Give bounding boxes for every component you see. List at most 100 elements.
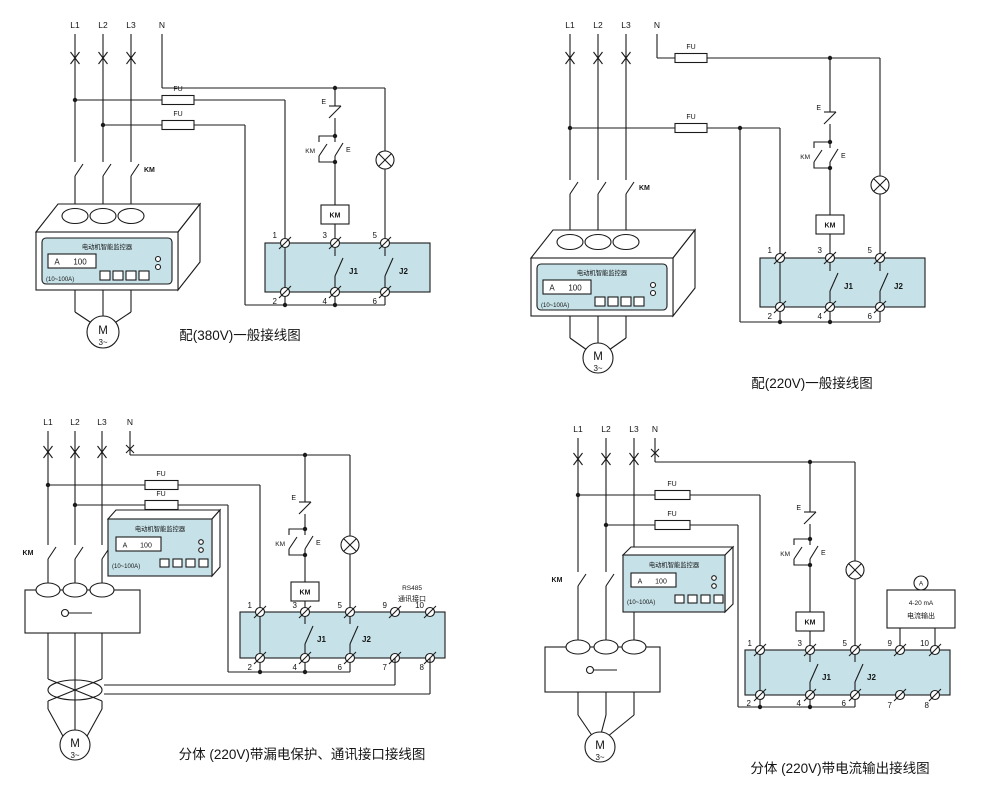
start-button-label: E [316,540,321,547]
fuse-label: FU [173,86,182,93]
stop-button-label: E [291,495,296,502]
phase-label: L2 [70,417,80,427]
signal-lamp [870,58,890,258]
device-title: 电动机智能监控器 [577,268,628,277]
km-label: KM [552,577,563,584]
device-display-unit: A [638,579,643,586]
phase-wires [47,431,103,585]
motor-letter: M [70,738,80,750]
phase-label: L1 [70,20,80,30]
km-label: KM [639,185,650,192]
diagram-380v-general: L1 L2 L3 N KM FU FU E [34,20,431,349]
phase-label: L1 [43,417,53,427]
fuse-label: FU [156,491,165,498]
km-coil [290,555,320,612]
km-aux-contact [318,135,335,163]
fuse-label: FU [667,511,676,518]
monitor-device [34,202,202,292]
phase-label: L1 [565,20,575,30]
km-label: KM [23,550,34,557]
start-button [827,139,839,171]
monitor-panel [621,545,735,614]
km-coil [815,168,845,258]
km-aux-label: KM [780,551,790,558]
terminal-number: 5 [868,246,873,255]
neutral-wire [654,438,855,465]
stop-button [803,462,817,539]
neutral-wire-fuse-1 [656,34,880,64]
terminal-strip [759,251,926,314]
km-coil-label: KM [300,590,311,597]
breaker-icon [573,448,660,466]
terminal-number: 3 [798,639,803,648]
fuse-1 [45,479,261,612]
comm-wires [104,658,431,695]
meter-label: A [919,581,924,588]
stop-button [298,455,312,529]
motor-phase: 3~ [595,753,604,762]
motor-phase: 3~ [98,338,107,347]
phase-wires [569,34,627,236]
signal-lamp [375,88,395,243]
fuse-label: FU [667,481,676,488]
terminal-number: 5 [373,231,378,240]
stop-button-label: E [796,505,801,512]
diagram-title: 配(220V)一般接线图 [751,375,873,391]
terminal-number: 4 [323,297,328,306]
device-display-value: 100 [568,284,582,293]
km-main-contacts [569,181,635,195]
km-main-contacts [47,546,111,560]
phase-label: L2 [601,424,611,434]
leakage-ct-ring [47,633,103,730]
device-display-unit: A [54,258,60,267]
start-button [807,536,819,568]
km-aux-contact [813,141,830,169]
neutral-label: N [654,20,660,30]
device-title: 电动机智能监控器 [135,524,186,533]
km-aux-contact [793,538,810,566]
relay-label: J2 [867,673,876,682]
device-title: 电动机智能监控器 [649,560,700,569]
device-range: (10~100A) [112,564,140,570]
km-coil-label: KM [825,223,836,230]
motor-phase: 3~ [70,751,79,760]
neutral-label: N [127,417,133,427]
terminal-strip [744,643,951,702]
terminal-number: 7 [888,701,893,710]
phase-label: L3 [629,424,639,434]
diagram-title: 分体 (220V)带电流输出接线图 [750,760,929,776]
terminal-number: 9 [888,639,893,648]
device-display-value: 100 [73,258,87,267]
breaker-icon [43,444,135,459]
terminal-number: 2 [248,663,253,672]
relay-label: J2 [894,282,903,291]
diagram-title: 分体 (220V)带漏电保护、通讯接口接线图 [179,746,426,762]
fuse-1 [72,94,286,243]
start-button [332,133,344,165]
motor [569,316,627,374]
terminal-strip [264,236,431,299]
fuse-label: FU [686,114,695,121]
diagram-220v-general: L1 L2 L3 N KM FU FU E E [529,20,926,391]
fuse-label: FU [173,111,182,118]
terminal-number: 8 [420,663,425,672]
km-aux-label: KM [275,541,285,548]
relay-label: J2 [362,635,371,644]
device-display-unit: A [549,284,555,293]
diagram-split-leakage-comm: L1 L2 L3 N KM FU FU E [23,417,446,762]
ct-sensor-box [544,639,661,693]
breaker-icon [565,51,631,65]
km-coil-label: KM [805,620,816,627]
fuse-label: FU [686,44,695,51]
phase-label: L3 [621,20,631,30]
fuse-2 [100,119,246,305]
terminal-number: 5 [338,601,343,610]
fuse-1 [575,489,761,650]
monitor-panel [106,508,222,578]
relay-label: J1 [317,635,326,644]
diagram-split-current-output: L1 L2 L3 N KM FU FU E [544,424,956,776]
device-display-unit: A [123,543,128,550]
phase-label: L1 [573,424,583,434]
ct-sensor-box [24,582,141,634]
terminal-number: 5 [843,639,848,648]
